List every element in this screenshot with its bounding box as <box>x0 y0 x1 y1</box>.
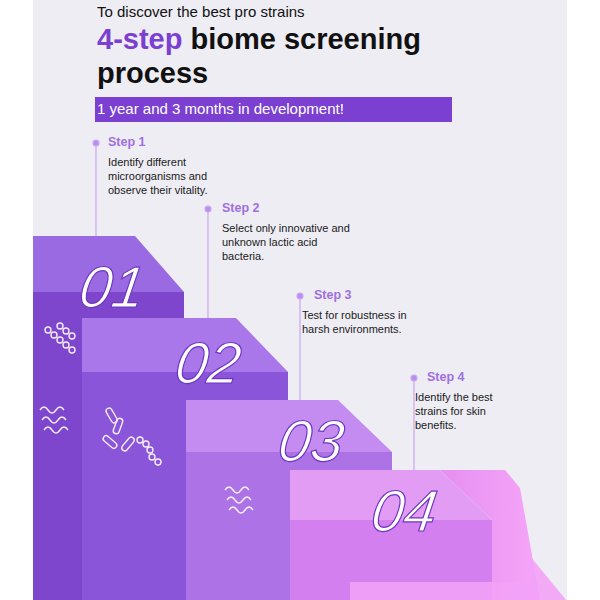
step-node: Step 3 Test for robustness in harsh envir… <box>302 288 434 336</box>
stair-block-4-arrow <box>290 470 566 600</box>
step-description: Identify the best strains for skin benef… <box>415 390 515 432</box>
step-number: 04 <box>368 482 441 540</box>
step-number: 03 <box>275 412 348 470</box>
step-heading: Step 3 <box>302 288 434 302</box>
panel-ground <box>33 0 567 600</box>
microbe-icons <box>40 323 253 513</box>
step-number: 01 <box>76 258 149 316</box>
step-heading: Step 2 <box>222 201 350 215</box>
step-description: Identify different microorganisms and ob… <box>108 155 208 197</box>
step-node: Step 2 Select only innovative and unknown… <box>222 201 350 263</box>
step-number: 02 <box>172 334 245 392</box>
step-heading: Step 1 <box>108 135 208 149</box>
step-description: Select only innovative and unknown lacti… <box>222 221 350 263</box>
step-node: Step 1 Identify different microorganisms … <box>108 135 208 197</box>
step-description: Test for robustness in harsh environment… <box>302 308 434 336</box>
banner-bar <box>95 97 452 122</box>
banner-text: 1 year and 3 months in development! <box>97 100 344 117</box>
subtitle: To discover the best pro strains <box>97 3 305 20</box>
step-heading: Step 4 <box>415 370 515 384</box>
title: 4-step biome screening process <box>97 22 497 90</box>
step-node: Step 4 Identify the best strains for skin… <box>415 370 515 432</box>
title-accent: 4-step <box>97 23 182 55</box>
